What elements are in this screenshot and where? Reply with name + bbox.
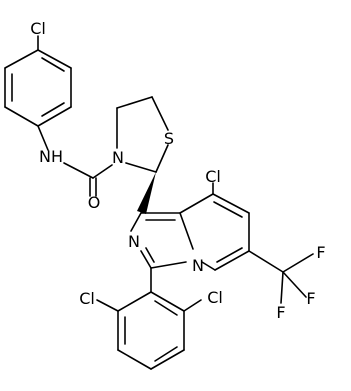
bond bbox=[282, 271, 307, 298]
bond bbox=[150, 349, 185, 370]
bond bbox=[213, 201, 243, 218]
bond bbox=[280, 271, 284, 304]
bond bbox=[150, 261, 187, 269]
bond bbox=[117, 349, 152, 370]
bond bbox=[116, 96, 153, 109]
atom-label-cl: Cl bbox=[79, 289, 95, 308]
bond bbox=[63, 162, 94, 179]
bond bbox=[248, 250, 284, 273]
atom-label-n: N bbox=[112, 148, 124, 167]
bond bbox=[145, 247, 155, 263]
bond bbox=[212, 193, 250, 214]
bond bbox=[140, 250, 152, 269]
bond bbox=[155, 144, 169, 173]
atom-labels: Cl NH N S O Cl N N F F F Cl Cl bbox=[30, 19, 325, 322]
bond bbox=[37, 49, 72, 69]
bond bbox=[179, 212, 194, 250]
atom-label-f: F bbox=[306, 289, 315, 308]
bond bbox=[179, 193, 214, 214]
bond bbox=[37, 106, 72, 127]
bond bbox=[154, 300, 178, 316]
bond bbox=[125, 162, 157, 173]
atom-label-cl: Cl bbox=[207, 288, 223, 307]
bond bbox=[216, 247, 243, 263]
bond bbox=[130, 212, 142, 232]
bond bbox=[154, 346, 178, 362]
bond bbox=[92, 164, 113, 179]
bond bbox=[41, 57, 65, 72]
atom-label-f: F bbox=[316, 243, 325, 262]
bonds bbox=[4, 35, 314, 370]
bond bbox=[214, 250, 250, 271]
bond bbox=[96, 299, 119, 312]
atom-label-nh: NH bbox=[39, 147, 63, 166]
bond bbox=[151, 96, 169, 131]
wedge-bond bbox=[137, 172, 156, 214]
atom-label-o: O bbox=[88, 193, 101, 212]
bond bbox=[150, 291, 185, 312]
bond bbox=[4, 106, 39, 127]
bond bbox=[117, 291, 152, 312]
atom-label-f: F bbox=[276, 303, 285, 322]
atom-label-cl: Cl bbox=[205, 167, 221, 186]
atom-label-cl: Cl bbox=[30, 19, 46, 38]
atom-label-s: S bbox=[164, 129, 174, 148]
bond bbox=[4, 49, 39, 69]
bond bbox=[183, 299, 202, 312]
bond bbox=[201, 261, 216, 271]
bond bbox=[282, 253, 314, 273]
bond bbox=[37, 125, 49, 151]
atom-label-n: N bbox=[128, 232, 140, 251]
atom-label-n: N bbox=[192, 256, 204, 275]
bond bbox=[41, 102, 65, 117]
